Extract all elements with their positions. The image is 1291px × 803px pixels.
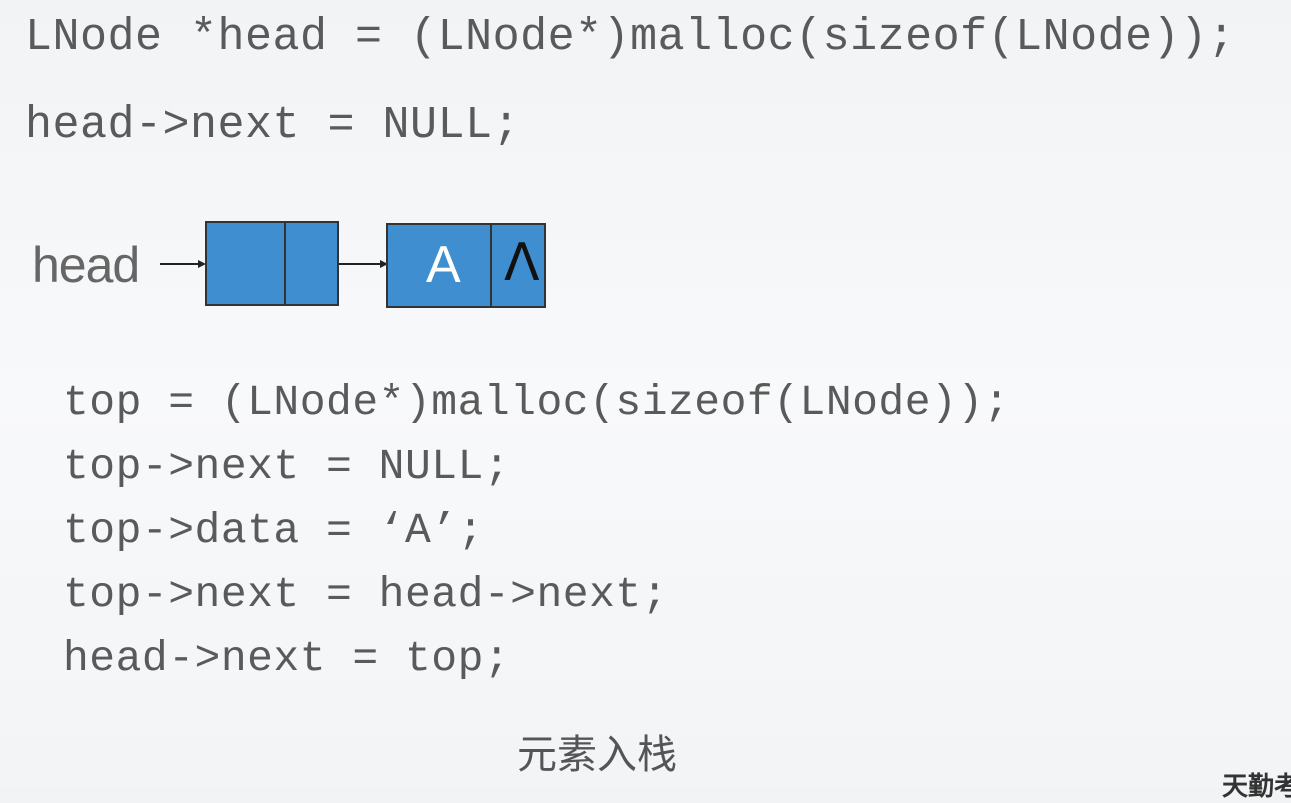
code-line: head->next = NULL;	[25, 100, 521, 151]
code-line: head->next = top;	[63, 634, 511, 683]
node-a: A Λ	[386, 223, 546, 308]
head-node	[205, 221, 339, 306]
caption: 元素入栈	[517, 732, 677, 778]
code-line: top->next = NULL;	[63, 442, 511, 491]
code-line: top = (LNode*)malloc(sizeof(LNode));	[63, 378, 1010, 427]
code-line: top->next = head->next;	[63, 570, 668, 619]
code-line: LNode *head = (LNode*)malloc(sizeof(LNod…	[25, 12, 1236, 63]
watermark: 天勤考	[1222, 772, 1291, 802]
node-value: A	[426, 236, 461, 294]
head-label: head	[32, 237, 140, 293]
null-symbol: Λ	[504, 233, 540, 293]
code-line: top->data = ‘A’;	[63, 506, 484, 555]
